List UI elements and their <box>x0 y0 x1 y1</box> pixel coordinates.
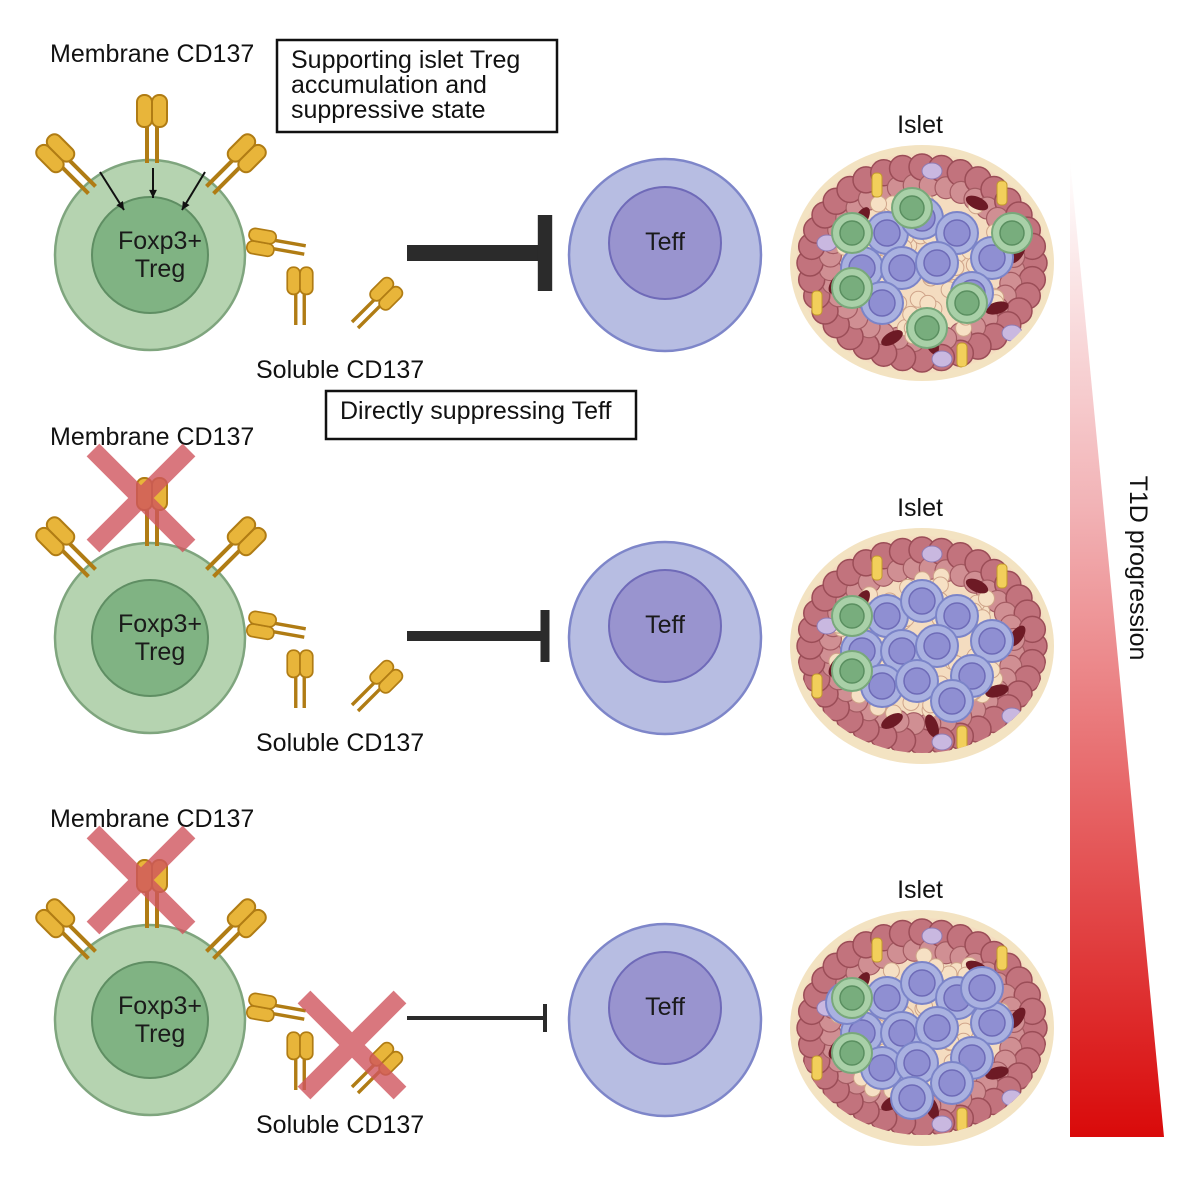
teff-cell: Teff <box>567 922 763 1118</box>
membrane-cd137-label: Membrane CD137 <box>50 805 254 833</box>
annotation-line-2: accumulation and <box>291 71 487 99</box>
soluble-receptor <box>350 276 404 330</box>
signal-arrows <box>99 168 206 211</box>
islet-tissue <box>790 528 1054 764</box>
treg-label-line1: Foxp3+ <box>118 227 202 255</box>
membrane-receptor <box>205 516 267 578</box>
soluble-cd137-blocked-cross <box>297 990 407 1100</box>
teff-label: Teff <box>645 993 685 1021</box>
soluble-cd137-label: Soluble CD137 <box>256 729 424 757</box>
treg-label-line2: Treg <box>135 255 185 283</box>
teff-cell: Teff <box>567 540 763 736</box>
treg-cell: Foxp3+Treg <box>53 923 247 1117</box>
membrane-receptor <box>205 898 267 960</box>
soluble-cd137-label: Soluble CD137 <box>256 1111 424 1139</box>
soluble-receptor <box>286 1031 314 1090</box>
membrane-receptor <box>35 516 97 578</box>
membrane-receptor <box>136 94 168 163</box>
annotation-line-1: Supporting islet Treg <box>291 46 520 74</box>
soluble-cd137-label: Soluble CD137 <box>256 356 424 384</box>
soluble-cd137-molecules <box>245 610 404 713</box>
islet-label: Islet <box>897 494 943 522</box>
membrane-cd137-label: Membrane CD137 <box>50 40 254 68</box>
t1d-progression-indicator: T1D progression <box>1070 160 1164 1137</box>
soluble-receptor <box>286 266 314 325</box>
membrane-receptor <box>205 133 267 195</box>
annotation-line-1: Directly suppressing Teff <box>340 397 611 425</box>
treg-label-line2: Treg <box>135 638 185 666</box>
membrane-receptor <box>35 133 97 195</box>
soluble-cd137-molecules <box>245 227 404 330</box>
progression-label: T1D progression <box>1124 476 1152 661</box>
progression-gradient-triangle <box>1070 160 1164 1137</box>
membrane-cd137-blocked-cross <box>86 825 196 935</box>
islet-tissue <box>790 145 1054 381</box>
treg-cell: Foxp3+Treg <box>53 158 247 352</box>
membrane-receptor <box>35 898 97 960</box>
membrane-cd137-label: Membrane CD137 <box>50 423 254 451</box>
teff-label: Teff <box>645 228 685 256</box>
soluble-receptor <box>245 992 307 1023</box>
annotation-box: Directly suppressing Teff <box>324 389 638 441</box>
treg-label-line2: Treg <box>135 1020 185 1048</box>
treg-label-line1: Foxp3+ <box>118 992 202 1020</box>
treg-cell: Foxp3+Treg <box>53 541 247 735</box>
membrane-cd137-blocked-cross <box>86 443 196 553</box>
inhibition-symbol <box>407 215 553 291</box>
islet-tissue <box>790 910 1054 1146</box>
islet-label: Islet <box>897 111 943 139</box>
treg-label-line1: Foxp3+ <box>118 610 202 638</box>
teff-label: Teff <box>645 611 685 639</box>
annotation-line-3: suppressive state <box>291 96 486 124</box>
inhibition-symbol <box>407 1004 547 1032</box>
soluble-receptor <box>286 649 314 708</box>
teff-cell: Teff <box>567 157 763 353</box>
soluble-receptor <box>245 227 307 258</box>
inhibition-symbol <box>407 610 550 662</box>
soluble-receptor <box>245 610 307 641</box>
soluble-receptor <box>350 659 404 713</box>
islet-label: Islet <box>897 876 943 904</box>
membrane-cd137-receptors <box>35 94 267 195</box>
